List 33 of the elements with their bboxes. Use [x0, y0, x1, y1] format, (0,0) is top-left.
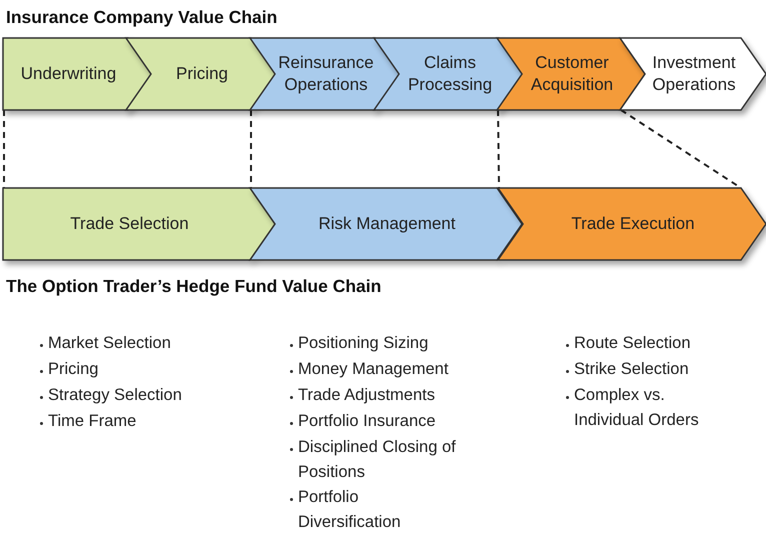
list-item: Trade Adjustments — [298, 385, 436, 406]
step-label: Risk Management — [318, 213, 456, 235]
list-item: Market Selection — [48, 333, 172, 354]
list-item: Strategy Selection — [48, 385, 183, 406]
chevron-step — [126, 38, 276, 110]
chevron-step — [497, 38, 645, 110]
chevron-step — [250, 188, 522, 260]
step-label: Claims Processing — [406, 52, 494, 96]
dashed-connector — [497, 110, 500, 188]
list-item: Disciplined Closing of Positions — [298, 437, 457, 483]
list-item: Portfolio Insurance — [298, 411, 437, 432]
list-item: Complex vs. Individual Orders — [574, 385, 700, 431]
list-item: Strike Selection — [574, 359, 690, 380]
step-label: Reinsurance Operations — [277, 52, 375, 96]
dashed-connector — [250, 110, 252, 188]
list-item: Time Frame — [48, 411, 138, 432]
step-label: Underwriting — [20, 63, 116, 85]
step-label: Trade Selection — [70, 213, 189, 235]
chart-title: Insurance Company Value Chain — [6, 7, 278, 28]
list-item: Money Management — [298, 359, 450, 380]
list-item: Pricing — [48, 359, 100, 380]
step-label: Trade Execution — [571, 213, 695, 235]
chevron-step — [3, 188, 275, 260]
step-label: Investment Operations — [651, 52, 737, 96]
dashed-connector — [3, 110, 5, 188]
chevron-step — [498, 188, 766, 260]
list-item: Positioning Sizing — [298, 333, 430, 354]
list-item: Portfolio Diversification — [298, 487, 402, 533]
chevron-step — [620, 38, 766, 110]
list-item: Route Selection — [574, 333, 692, 354]
step-label: Customer Acquisition — [530, 52, 614, 96]
section-heading: The Option Trader’s Hedge Fund Value Chain — [6, 276, 382, 297]
step-label: Pricing — [176, 63, 228, 85]
